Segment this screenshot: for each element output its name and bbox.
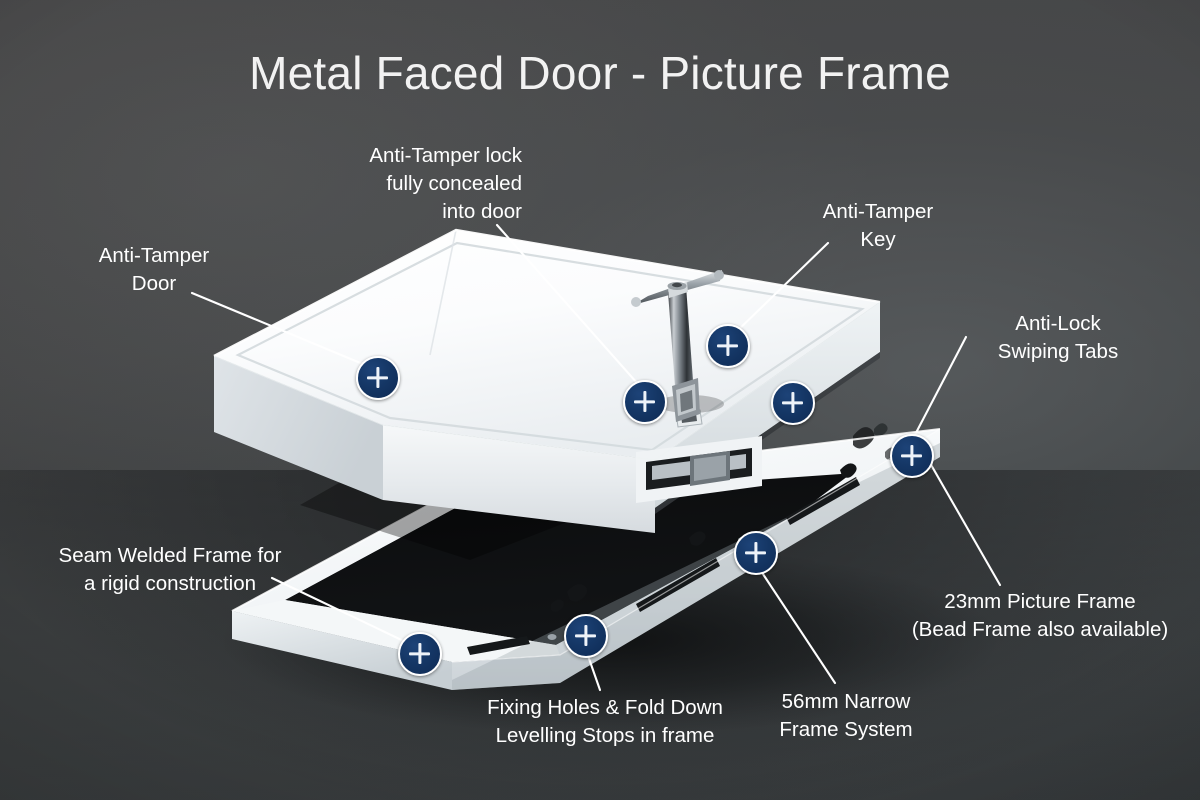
levelling-stop — [551, 599, 564, 612]
label-anti-tamper-door: Anti-Tamper Door — [98, 244, 210, 295]
label-anti-tamper-lock: Anti-Tamper lock fully concealed into do… — [369, 144, 522, 223]
door-front-edge — [383, 425, 655, 533]
label-seam-welded-frame: Seam Welded Frame for a rigid constructi… — [58, 544, 282, 595]
swiping-tab — [874, 423, 888, 436]
levelling-stop — [840, 463, 857, 478]
levelling-stop — [567, 584, 588, 602]
marker-seam-welded-frame[interactable] — [398, 632, 442, 676]
marker-anti-tamper-key[interactable] — [706, 324, 750, 368]
concealed-lock — [636, 409, 762, 503]
label-anti-tamper-key: Anti-Tamper Key — [822, 200, 934, 251]
label-narrow-frame-system: 56mm Narrow Frame System — [779, 690, 913, 741]
fixing-slot — [467, 636, 530, 655]
marker-levelling-stops[interactable] — [564, 614, 608, 658]
levelling-stop — [689, 531, 706, 546]
page-title: Metal Faced Door - Picture Frame — [249, 47, 951, 99]
fixing-hole — [547, 634, 557, 640]
marker-picture-frame[interactable] — [734, 531, 778, 575]
marker-anti-tamper-door[interactable] — [356, 356, 400, 400]
label-anti-lock-swiping-tabs: Anti-Lock Swiping Tabs — [997, 312, 1119, 363]
marker-anti-lock-swiping-tabs[interactable] — [890, 434, 934, 478]
marker-anti-tamper-lock[interactable] — [623, 380, 667, 424]
label-picture-frame: 23mm Picture Frame (Bead Frame also avai… — [911, 590, 1169, 641]
fixing-slot — [786, 477, 860, 525]
door-left-edge — [214, 356, 383, 500]
label-fixing-holes: Fixing Holes & Fold Down Levelling Stops… — [487, 696, 723, 747]
marker-lock-housing[interactable] — [771, 381, 815, 425]
key-shaft — [668, 286, 694, 400]
